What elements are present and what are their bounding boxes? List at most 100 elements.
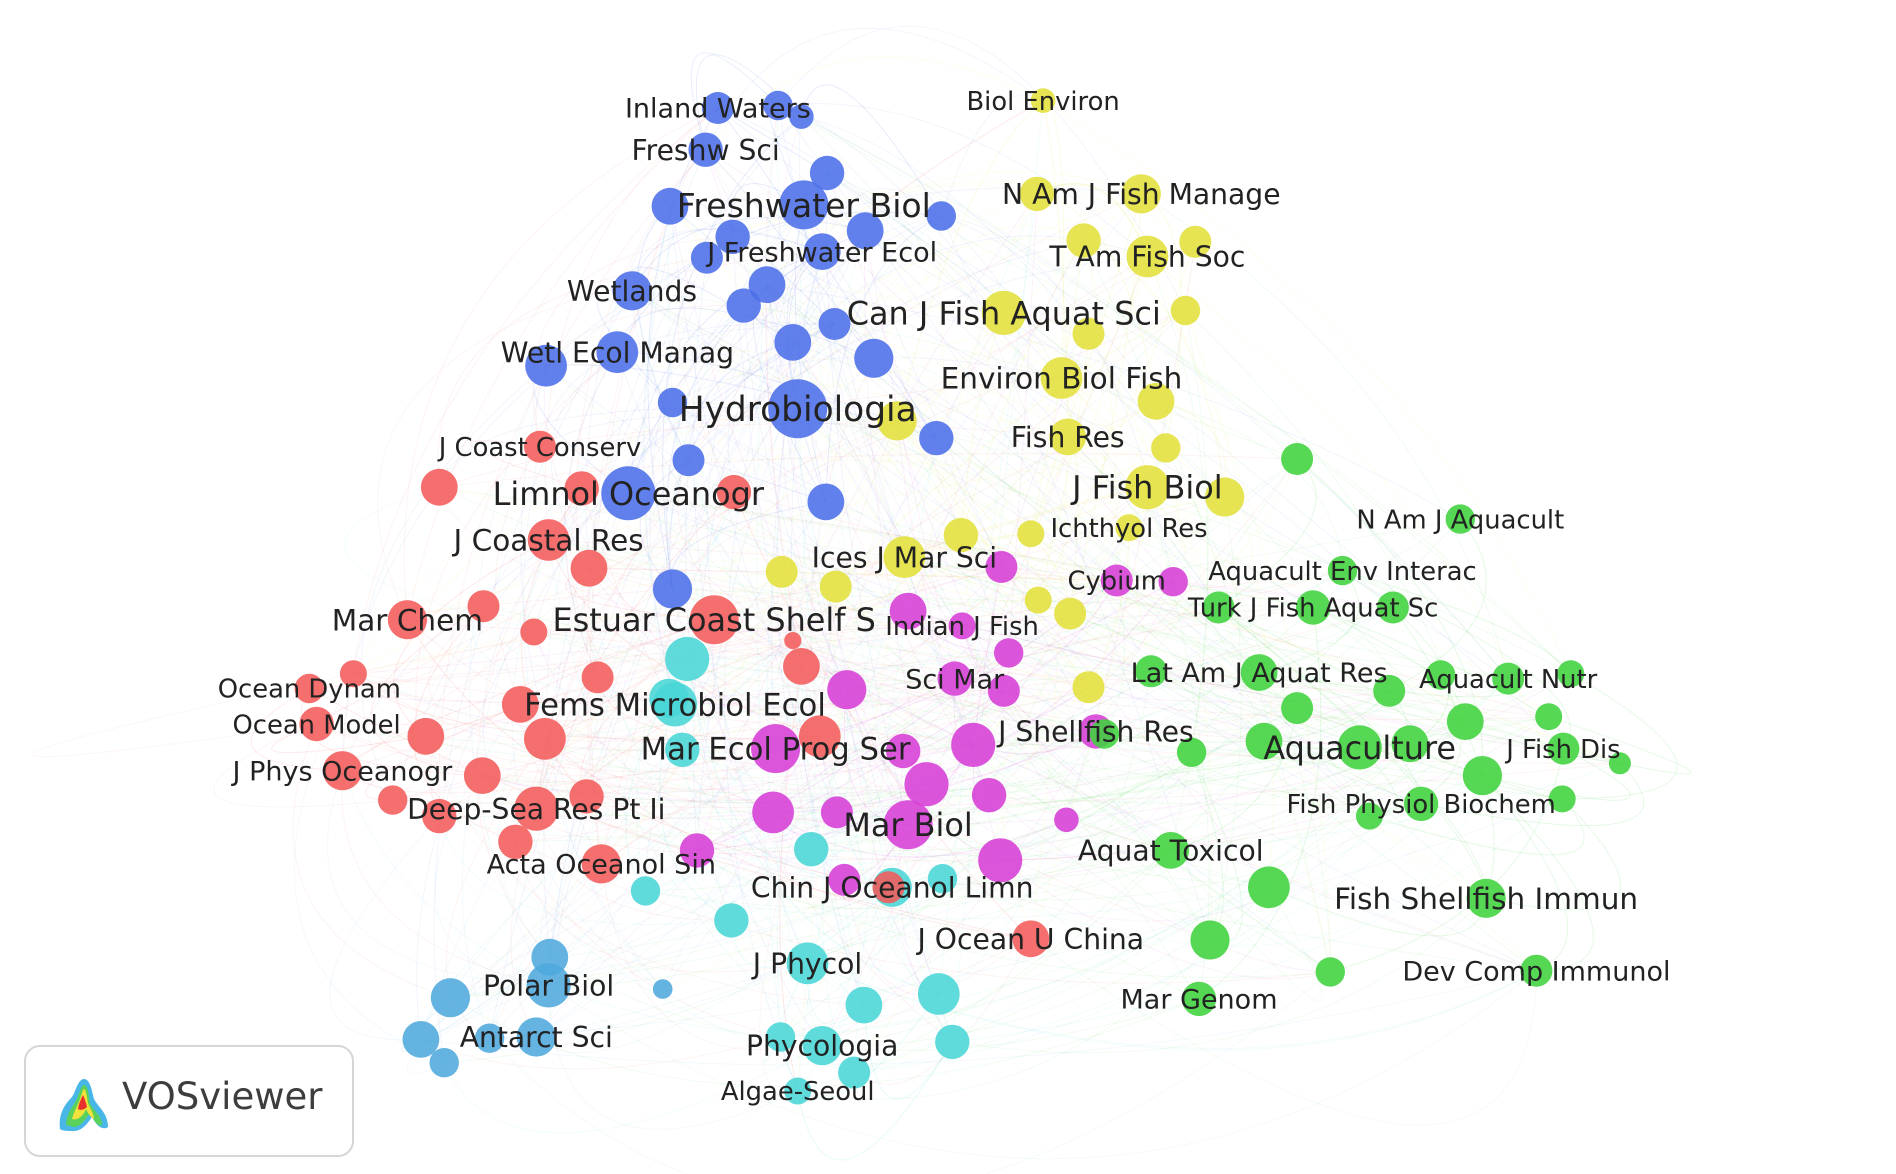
journal-node[interactable]: [820, 796, 853, 829]
journal-node[interactable]: [429, 1048, 459, 1078]
journal-node[interactable]: [987, 674, 1020, 707]
journal-node[interactable]: [763, 90, 793, 121]
journal-label[interactable]: Ocean Model: [233, 710, 401, 740]
journal-node-aquacult-nutr[interactable]: [1492, 662, 1525, 695]
journal-node[interactable]: [665, 636, 710, 682]
journal-label[interactable]: J Coastal Res: [452, 524, 644, 558]
journal-node-j-coast-conserv[interactable]: [524, 430, 556, 463]
journal-node[interactable]: [726, 288, 761, 323]
journal-node[interactable]: [1151, 433, 1181, 463]
journal-label[interactable]: Inland Waters: [625, 94, 811, 125]
journal-node[interactable]: [752, 791, 794, 834]
journal-node[interactable]: [748, 266, 786, 304]
journal-label[interactable]: Mar Ecol Prog Ser: [641, 733, 911, 768]
journal-node[interactable]: [569, 779, 604, 814]
journal-node-fish-physiol-biochem[interactable]: [1403, 786, 1439, 821]
journal-label[interactable]: Ichthyol Res: [1050, 514, 1207, 544]
journal-label[interactable]: Aquacult Env Interac: [1208, 557, 1476, 587]
journal-node[interactable]: [1548, 785, 1576, 813]
journal-node[interactable]: [919, 420, 954, 456]
journal-label[interactable]: Biol Environ: [966, 87, 1119, 117]
journal-node-limnol-oceanogr[interactable]: [601, 466, 656, 521]
journal-node-freshwater-biol[interactable]: [779, 180, 829, 230]
journal-node[interactable]: [714, 903, 749, 938]
journal-node-inland-waters[interactable]: [701, 92, 734, 124]
journal-node[interactable]: [715, 219, 750, 254]
journal-node-dev-comp-immunol[interactable]: [1520, 954, 1553, 987]
journal-node[interactable]: [378, 785, 408, 815]
journal-node[interactable]: [1248, 866, 1290, 909]
journal-node[interactable]: [951, 722, 996, 768]
journal-node[interactable]: [422, 798, 457, 834]
journal-node-j-coastal-res[interactable]: [527, 519, 570, 561]
journal-label[interactable]: N Am J Fish Manage: [1002, 178, 1281, 211]
journal-node[interactable]: [1315, 957, 1346, 987]
journal-label[interactable]: Mar Genom: [1121, 985, 1278, 1016]
journal-label[interactable]: Wetl Ecol Manag: [501, 336, 734, 369]
journal-label[interactable]: Fish Shellfish Immun: [1334, 882, 1638, 916]
journal-node-cybium[interactable]: [1100, 564, 1133, 597]
journal-node[interactable]: [904, 762, 949, 807]
journal-node[interactable]: [649, 678, 689, 718]
journal-node[interactable]: [402, 1021, 440, 1058]
journal-node[interactable]: [1356, 802, 1383, 830]
journal-node-antarct-sci[interactable]: [516, 1017, 556, 1057]
journal-node[interactable]: [1281, 692, 1314, 725]
journal-node-biol-environ[interactable]: [1030, 88, 1056, 113]
journal-node-environ-biol-fish[interactable]: [1040, 357, 1083, 399]
journal-label[interactable]: Antarct Sci: [460, 1021, 613, 1054]
journal-node[interactable]: [886, 733, 921, 769]
journal-node[interactable]: [652, 979, 673, 999]
journal-label[interactable]: Fems Microbiol Ecol: [524, 688, 826, 723]
journal-node-mar-genom[interactable]: [1181, 981, 1217, 1017]
journal-node[interactable]: [774, 324, 812, 361]
journal-node-wetl-ecol-manag[interactable]: [596, 331, 639, 374]
journal-node[interactable]: [784, 632, 802, 650]
journal-node[interactable]: [783, 648, 820, 685]
journal-node[interactable]: [854, 338, 894, 378]
journal-node-aquat-toxicol[interactable]: [1152, 832, 1190, 869]
journal-node[interactable]: [430, 978, 470, 1018]
journal-node-algae-seoul[interactable]: [784, 1077, 812, 1105]
journal-node[interactable]: [1176, 737, 1207, 767]
journal-node[interactable]: [339, 660, 367, 688]
journal-node-wetlands[interactable]: [612, 271, 652, 311]
journal-label[interactable]: Fish Physiol Biochem: [1286, 790, 1555, 820]
journal-node[interactable]: [828, 863, 861, 896]
journal-label[interactable]: J Fish Biol: [1070, 469, 1223, 507]
journal-node[interactable]: [926, 201, 956, 231]
journal-node[interactable]: [1190, 920, 1230, 960]
journal-node[interactable]: [1535, 703, 1563, 731]
journal-node-mar-biol[interactable]: [883, 800, 933, 850]
journal-node-deep-sea-res-pt-ii[interactable]: [514, 786, 559, 831]
journal-node[interactable]: [1158, 567, 1188, 597]
journal-node-ocean-model[interactable]: [299, 706, 334, 742]
journal-node[interactable]: [420, 468, 458, 506]
journal-label[interactable]: Wetlands: [567, 275, 697, 308]
journal-node[interactable]: [630, 876, 661, 906]
journal-node[interactable]: [1072, 671, 1105, 704]
journal-node[interactable]: [652, 569, 693, 609]
journal-node[interactable]: [789, 104, 814, 129]
journal-label[interactable]: J Freshwater Ecol: [705, 237, 937, 268]
journal-node[interactable]: [838, 1056, 871, 1089]
journal-node[interactable]: [525, 344, 567, 387]
journal-label[interactable]: J Phycol: [751, 948, 862, 981]
journal-label[interactable]: Dev Comp Immunol: [1402, 956, 1670, 987]
journal-node[interactable]: [1066, 223, 1101, 258]
journal-label[interactable]: Aquacult Nutr: [1419, 665, 1598, 695]
journal-node[interactable]: [1054, 597, 1087, 630]
journal-node[interactable]: [927, 864, 958, 894]
journal-node[interactable]: [985, 551, 1018, 583]
journal-node-polar-biol[interactable]: [526, 963, 571, 1008]
journal-label[interactable]: Polar Biol: [483, 970, 614, 1003]
journal-node[interactable]: [818, 308, 851, 340]
journal-node[interactable]: [716, 474, 752, 510]
journal-label[interactable]: N Am J Aquacult: [1356, 505, 1564, 535]
journal-label[interactable]: Ices J Mar Sci: [812, 541, 997, 574]
journal-label[interactable]: Chin J Oceanol Limn: [751, 871, 1034, 904]
journal-node[interactable]: [1376, 591, 1409, 624]
journal-node-turk-j-fish-aquat-sc[interactable]: [1295, 590, 1331, 625]
journal-label[interactable]: Indian J Fish: [885, 612, 1039, 642]
journal-node[interactable]: [1391, 725, 1429, 763]
